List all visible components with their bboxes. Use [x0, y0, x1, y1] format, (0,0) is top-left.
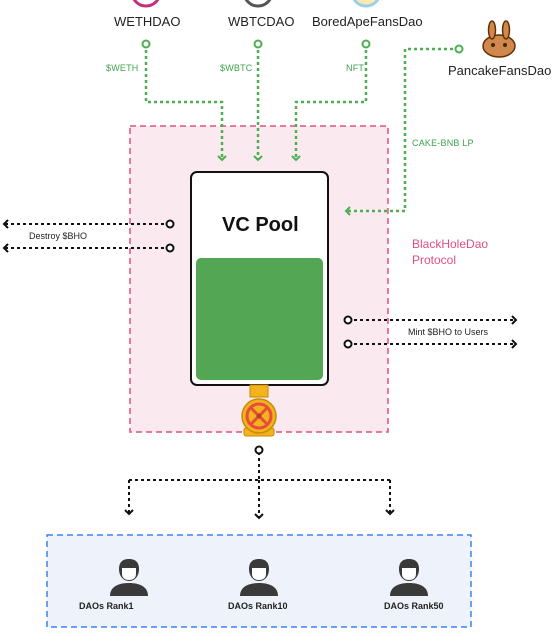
boredapefansdao-label: BoredApeFansDao [312, 14, 423, 29]
nft-edge-label: NFT [346, 63, 365, 73]
pancakefansdao-label: PancakeFansDao [448, 63, 552, 78]
wbtcdao-label: WBTCDAO [228, 14, 295, 29]
wbtc-flow-node [253, 39, 263, 49]
distribution-flow-node [254, 445, 264, 455]
valve-icon [241, 384, 277, 437]
boredapefansdao-logo [352, 0, 380, 8]
user-rank50-icon [390, 559, 428, 596]
destroy-flow-node-1 [165, 219, 175, 229]
wethdao-logo [132, 0, 160, 8]
rank1-label: DAOs Rank1 [79, 601, 134, 611]
nft-flow-node [361, 39, 371, 49]
user-rank1-icon [110, 559, 148, 596]
distribution-flow-line [129, 452, 390, 481]
wbtc-edge-label: $WBTC [220, 63, 253, 73]
vc-pool-title: VC Pool [222, 214, 299, 236]
protocol-label-line1: BlackHoleDao [412, 237, 489, 251]
weth-edge-label: $WETH [106, 63, 139, 73]
mint-label: Mint $BHO to Users [408, 327, 489, 337]
user-rank10-icon [240, 559, 278, 596]
wbtcdao-logo [244, 0, 272, 8]
mint-flow-node-1 [343, 315, 353, 325]
weth-flow-node [141, 39, 151, 49]
weth-flow-line [144, 44, 227, 162]
destroy-flow-node-2 [165, 243, 175, 253]
protocol-label-line2: Protocol [412, 253, 457, 267]
wethdao-label: WETHDAO [114, 14, 181, 29]
rank50-label: DAOs Rank50 [384, 601, 444, 611]
lp-flow-line [344, 47, 459, 216]
rank10-label: DAOs Rank10 [228, 601, 288, 611]
protocol-label: BlackHoleDao Protocol [412, 236, 532, 268]
pancake-bunny-logo [482, 20, 516, 58]
destroy-label: Destroy $BHO [29, 231, 88, 241]
nft-flow-line [291, 44, 368, 162]
vc-pool-liquid [196, 258, 323, 380]
lp-flow-node [454, 44, 464, 54]
lp-edge-label: CAKE-BNB LP [412, 138, 474, 148]
mint-flow-node-2 [343, 339, 353, 349]
